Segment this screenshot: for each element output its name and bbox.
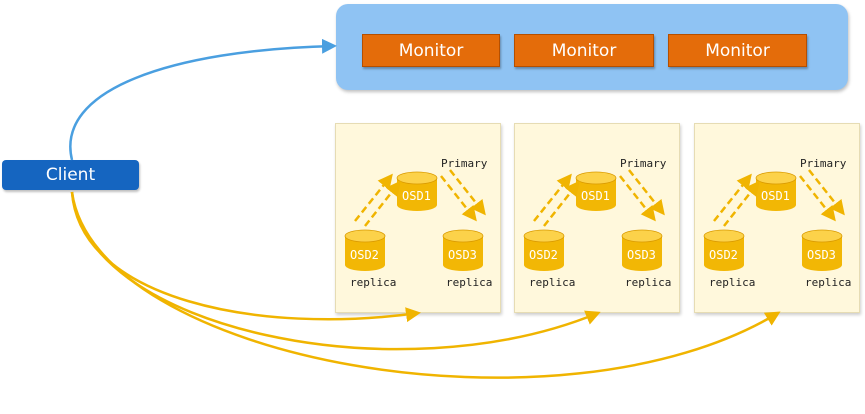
- primary-label: Primary: [800, 157, 847, 170]
- replica-label-b: replica: [625, 276, 672, 289]
- primary-label: Primary: [441, 157, 488, 170]
- replica-label-b: replica: [446, 276, 493, 289]
- placement-group-2: Primary OSD1 OSD2 OSD3 replica replica: [514, 123, 680, 313]
- placement-group-3: Primary OSD1 OSD2 OSD3 replica replica: [694, 123, 860, 313]
- osd-replica-label-a: OSD2: [529, 248, 558, 262]
- replica-label-a: replica: [350, 276, 397, 289]
- replica-label-a: replica: [709, 276, 756, 289]
- osd-primary-label: OSD1: [581, 189, 610, 203]
- replica-label-a: replica: [529, 276, 576, 289]
- monitor-cluster-panel: Monitor Monitor Monitor: [336, 4, 848, 90]
- primary-label: Primary: [620, 157, 667, 170]
- placement-group-1: Primary OSD1 OSD2 OSD3 replica replica: [335, 123, 501, 313]
- monitor-node-1[interactable]: Monitor: [362, 34, 500, 67]
- replica-label-b: replica: [805, 276, 852, 289]
- osd-replica-label-b: OSD3: [627, 248, 656, 262]
- osd-primary-label: OSD1: [402, 189, 431, 203]
- osd-replica-label-b: OSD3: [448, 248, 477, 262]
- osd-primary-label: OSD1: [761, 189, 790, 203]
- monitor-node-3[interactable]: Monitor: [668, 34, 807, 67]
- osd-replica-label-b: OSD3: [807, 248, 836, 262]
- osd-replica-label-a: OSD2: [350, 248, 379, 262]
- client-monitor-link: [69, 38, 337, 161]
- osd-replica-cylinder-b[interactable]: [801, 229, 843, 272]
- client-node[interactable]: Client: [2, 160, 139, 190]
- osd-replica-label-a: OSD2: [709, 248, 738, 262]
- monitor-node-2[interactable]: Monitor: [514, 34, 654, 67]
